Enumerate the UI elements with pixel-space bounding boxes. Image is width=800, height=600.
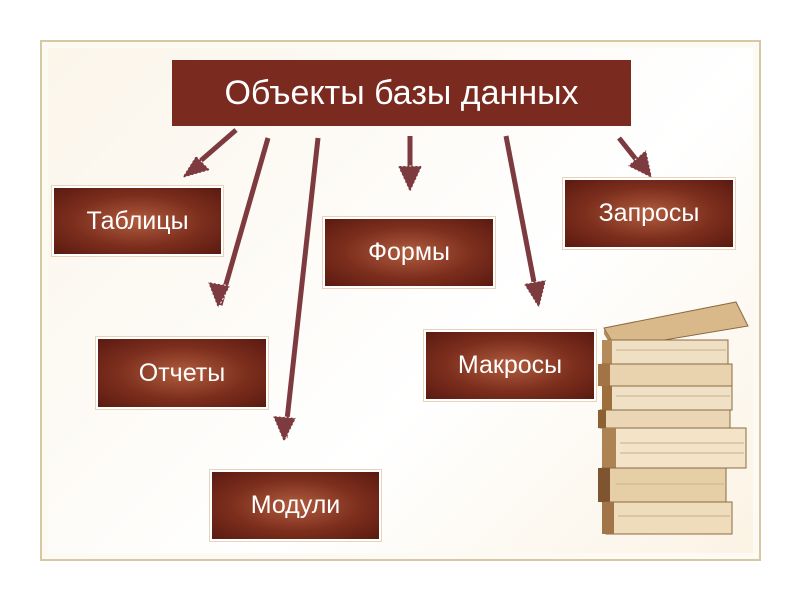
- arrowhead-queries: [627, 149, 653, 179]
- modules-label: Модули: [250, 491, 341, 519]
- macros-box: Макросы: [424, 330, 596, 401]
- queries-label: Запросы: [598, 199, 700, 227]
- reports-box: Отчеты: [96, 337, 268, 409]
- reports-label: Отчеты: [138, 358, 226, 387]
- arrowhead-macros: [523, 279, 547, 310]
- macros-label: Макросы: [457, 351, 563, 379]
- arrow-to-macros: [503, 135, 541, 304]
- arrowhead-tables: [180, 155, 211, 179]
- modules-box: Модули: [210, 470, 381, 541]
- arrowhead-forms: [397, 165, 423, 194]
- title-box: Объекты базы данных: [172, 60, 631, 126]
- book-stack-image: [598, 301, 749, 535]
- slide-frame: [40, 40, 761, 561]
- tables-box: Таблицы: [52, 186, 223, 256]
- arrowhead-modules: [272, 415, 297, 444]
- queries-box: Запросы: [563, 178, 735, 249]
- forms-label: Формы: [368, 238, 450, 266]
- page-title: Объекты базы данных: [224, 73, 579, 112]
- arrow-to-reports: [217, 137, 271, 306]
- arrowhead-reports: [207, 281, 231, 310]
- forms-box: Формы: [323, 217, 495, 288]
- tables-label: Таблицы: [86, 206, 189, 235]
- arrow-to-modules: [282, 137, 321, 439]
